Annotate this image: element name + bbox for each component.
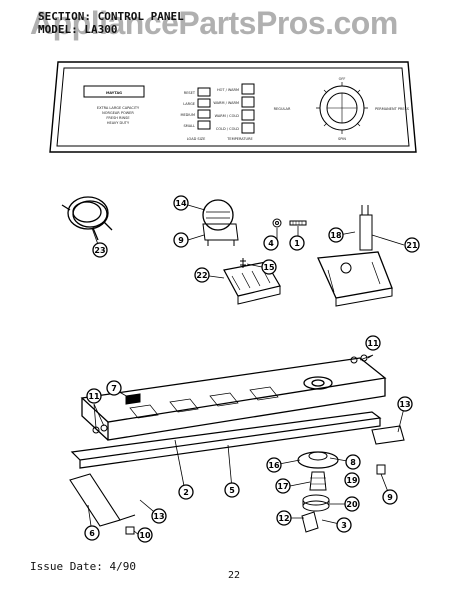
timer-motor-assembly [202,199,239,246]
svg-text:6: 6 [89,529,95,538]
callout-18: 18 [328,227,344,243]
brand-label: MAYTAG [106,91,122,95]
callout-14: 14 [173,195,189,211]
timer-assembly [317,205,393,307]
svg-text:7: 7 [111,384,117,393]
callout-10: 9 [173,232,189,248]
callout-12: 12 [276,510,292,526]
temp-hot-warm: HOT / WARM [217,88,239,92]
small-parts [92,354,386,535]
svg-text:11: 11 [88,392,100,401]
timer-spin-label: SPIN [338,137,346,141]
callout-15: 15 [261,259,277,275]
svg-text:15: 15 [263,263,275,272]
issue-date: Issue Date: 4/90 [30,560,136,573]
svg-text:16: 16 [268,461,280,470]
console-frame [80,357,387,441]
section-header: SECTION: CONTROL PANEL MODEL: LA300 [38,10,184,36]
wire-harness [61,196,113,241]
temp-warm-warm: WARM / WARM [213,101,239,105]
svg-text:4: 4 [268,239,274,248]
perm-press-label: PERMANENT PRESS [375,107,410,111]
callout-21: 21 [404,237,420,253]
callout-19: 19 [344,472,360,488]
svg-text:18: 18 [330,231,342,240]
tagline-1: EXTRA LARGE CAPACITY [97,106,140,110]
svg-text:3: 3 [341,521,347,530]
svg-text:23: 23 [94,246,105,255]
tagline-2: NORGEAR POWER [102,111,134,115]
callout-1: 1 [289,235,305,251]
callout-2: 2 [178,484,194,500]
svg-text:19: 19 [346,476,358,485]
callout-8: 8 [345,454,361,470]
callout-6: 7 [106,380,122,396]
regular-label: REGULAR [274,107,291,111]
callout-13-left: 13 [151,508,167,524]
control-panel: MAYTAG EXTRA LARGE CAPACITY NORGEAR POWE… [49,61,417,153]
temp-warm-cold: WARM / COLD [215,114,240,118]
callout-13-right: 13 [397,396,413,412]
callout-5: 5 [224,482,240,498]
svg-text:11: 11 [367,339,379,348]
load-size-reset: SMALL [183,124,195,128]
temp-caption: TEMPERATURE [226,137,252,141]
callout-4: 4 [263,235,279,251]
temperature-button-group: HOT / WARM WARM / WARM WARM / COLD COLD … [213,83,255,141]
svg-text:9: 9 [387,493,393,502]
load-size-medium: LARGE [183,102,195,106]
callout-20: 20 [344,496,360,512]
knob-assembly [297,451,339,533]
callout-9-left: 10 [137,527,153,543]
tagline-3: FRESH RINSE [106,116,129,120]
svg-text:13: 13 [399,400,410,409]
callout-7: 6 [84,525,100,541]
temp-cold-cold: COLD / COLD [216,127,239,131]
svg-text:22: 22 [196,271,207,280]
callout-9-right: 9 [382,489,398,505]
svg-text:20: 20 [346,500,358,509]
callout-17: 17 [275,478,291,494]
load-size-caption: LOAD SIZE [187,137,206,141]
svg-text:9: 9 [178,236,184,245]
callout-11-right: 11 [365,335,381,351]
svg-text:5: 5 [229,486,235,495]
bracket-6 [125,393,141,405]
watermark-text: AppliancePartsPros.com [30,5,398,41]
callout-23: 23 [92,242,108,258]
svg-text:21: 21 [406,241,418,250]
tagline-4: HEAVY DUTY [107,121,130,125]
load-size-small: RESET [184,91,196,95]
tagline-block: EXTRA LARGE CAPACITY NORGEAR POWER FRESH… [97,106,140,125]
svg-text:14: 14 [175,199,187,208]
timer-dial: REGULAR PERMANENT PRESS OFF SPIN [274,77,410,141]
svg-text:1: 1 [294,239,300,248]
callout-3: 3 [336,517,352,533]
svg-text:12: 12 [278,514,289,523]
load-size-large: MEDIUM [180,113,195,117]
svg-text:10: 10 [139,531,151,540]
nut-and-screw [272,218,307,228]
timer-off-label: OFF [339,77,346,81]
svg-text:17: 17 [277,482,288,491]
svg-text:13: 13 [153,512,164,521]
callout-22: 22 [194,267,210,283]
section-title: SECTION: CONTROL PANEL [38,10,184,23]
model-title: MODEL: LA300 [38,23,118,36]
svg-text:2: 2 [183,488,189,497]
brand-plate [83,85,145,98]
callout-16: 16 [266,457,282,473]
load-size-button-group: RESET LARGE MEDIUM SMALL LOAD SIZE [180,87,211,141]
page-number: 22 [228,570,241,581]
svg-text:8: 8 [350,458,356,467]
front-rail [70,411,382,469]
callout-11-left: 11 [86,388,102,404]
lower-brace [69,425,405,527]
